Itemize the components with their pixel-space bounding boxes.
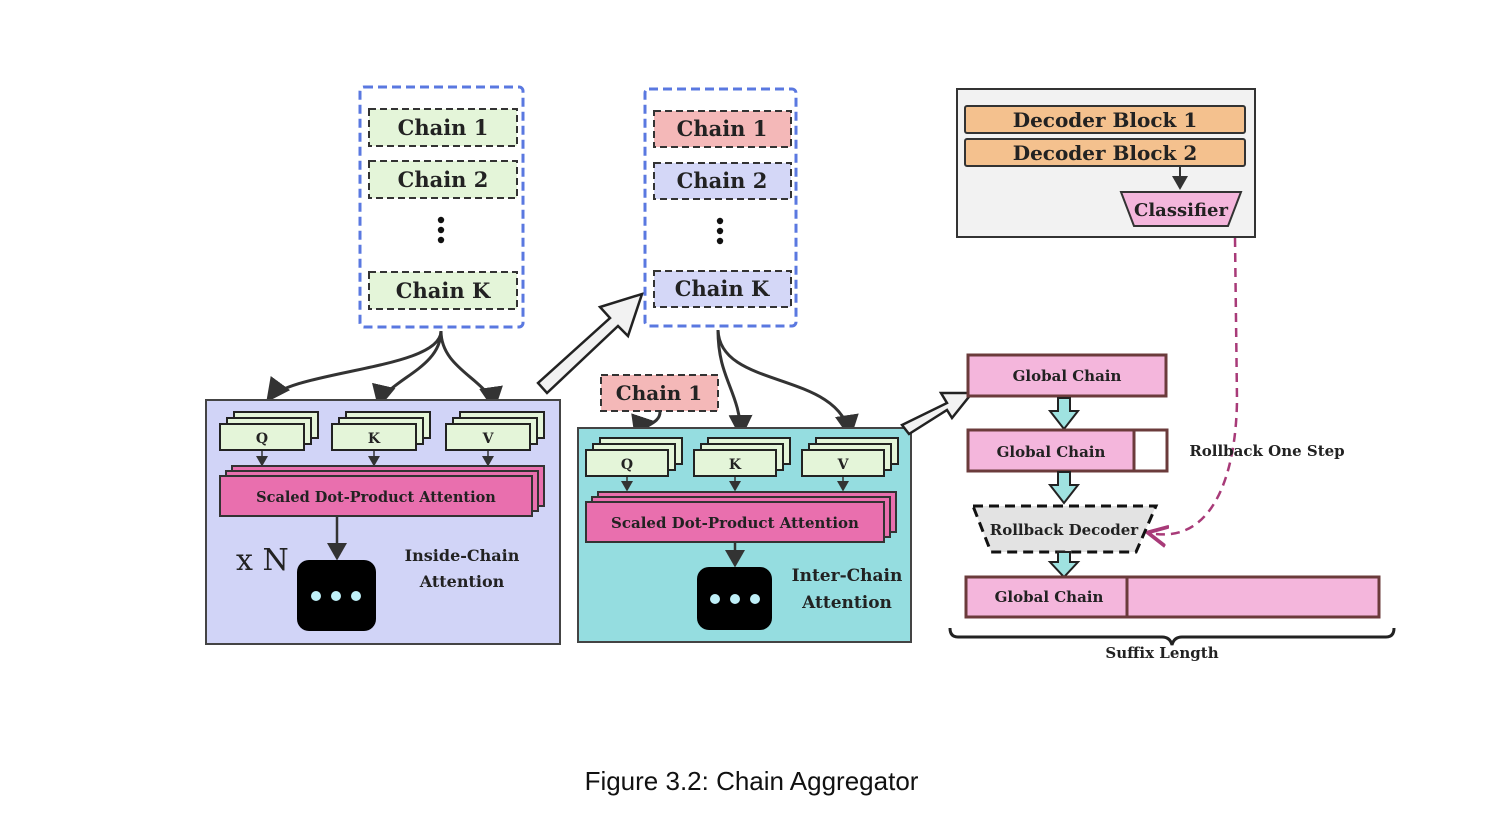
inter-chain-label-line2: Attention [801, 593, 892, 613]
inside-q-label: Q [256, 431, 268, 447]
suffix-length-brace: Suffix Length [948, 627, 1396, 662]
middle-chain-1-label: Chain 1 [677, 116, 768, 141]
big-arrow-up-right [536, 292, 644, 395]
teal-down-arrow-1 [1047, 397, 1081, 431]
decoder-panel: Decoder Block 1 Decoder Block 2 Classifi… [956, 88, 1256, 238]
rollback-decoder-label: Rollback Decoder [990, 521, 1140, 539]
global-chain-2-label: Global Chain [997, 443, 1106, 461]
inside-ellipsis-icon [297, 560, 376, 631]
classifier-label: Classifier [1134, 200, 1228, 221]
middle-chain-2-label: Chain 2 [677, 168, 768, 193]
rollback-one-step-label: Rollback One Step [1189, 442, 1344, 460]
inside-v-label: V [482, 431, 495, 447]
rollback-dashed-arrow [1150, 237, 1239, 534]
middle-ellipsis-dots [716, 217, 724, 245]
middle-chain-2: Chain 2 [653, 162, 792, 200]
inter-chain-input-label: Chain 1 [616, 381, 702, 405]
inside-k-stack: K [331, 411, 431, 451]
rollback-decoder: Rollback Decoder [970, 504, 1159, 554]
repeat-n-label: x N [236, 543, 289, 578]
middle-chain-stack: Chain 1 Chain 2 Chain K [643, 87, 798, 328]
inter-v-stack: V [801, 437, 899, 477]
global-chain-3-label: Global Chain [995, 588, 1104, 606]
inside-chain-label-line1: Inside-Chain [405, 546, 520, 565]
teal-down-arrow-2 [1047, 471, 1081, 505]
inter-k-stack: K [693, 437, 791, 477]
global-chain-1: Global Chain [966, 353, 1168, 398]
decoder-block-2-label: Decoder Block 2 [1013, 141, 1198, 165]
inter-v-label: V [837, 457, 850, 473]
figure-caption: Figure 3.2: Chain Aggregator [584, 766, 919, 796]
big-arrow-to-global-chain [900, 391, 975, 436]
inter-k-label: K [729, 457, 742, 473]
decoder-block-1-label: Decoder Block 1 [1013, 108, 1198, 132]
teal-down-arrow-3 [1047, 551, 1081, 579]
inside-chain-label-line2: Attention [419, 572, 505, 591]
inside-v-stack: V [445, 411, 545, 451]
global-chain-2: Global Chain [966, 428, 1169, 473]
middle-chain-k-label: Chain K [675, 276, 770, 301]
left-ellipsis-dots [437, 216, 445, 244]
inside-attention-label: Scaled Dot-Product Attention [256, 489, 496, 506]
left-chain-1: Chain 1 [368, 108, 518, 147]
decoder-block-2: Decoder Block 2 [964, 138, 1246, 167]
decoder-block-1: Decoder Block 1 [964, 105, 1246, 134]
left-chain-1-label: Chain 1 [398, 115, 489, 140]
left-chain-2: Chain 2 [368, 160, 518, 199]
left-stack-to-qkv-curves [266, 330, 503, 411]
inter-ellipsis-icon [697, 567, 772, 630]
inter-chain-label-line1: Inter-Chain [792, 566, 903, 586]
suffix-length-label: Suffix Length [1105, 644, 1218, 662]
middle-chain-1: Chain 1 [653, 110, 792, 148]
inter-attention-label: Scaled Dot-Product Attention [611, 514, 859, 532]
inter-qkv-down-arrows [621, 477, 849, 492]
left-chain-k: Chain K [368, 271, 518, 310]
inter-chain-attention-block: Q K V Scaled Dot-Product Attention [577, 427, 912, 643]
inter-chain-input: Chain 1 [600, 374, 719, 440]
left-chain-2-label: Chain 2 [398, 167, 489, 192]
inside-k-label: K [368, 431, 381, 447]
inside-attention-stack: Scaled Dot-Product Attention [219, 465, 545, 517]
inside-qkv-down-arrows [256, 451, 494, 467]
inter-q-label: Q [621, 457, 633, 473]
global-chain-3: Global Chain [964, 575, 1381, 619]
middle-stack-to-kv-curves [716, 329, 859, 439]
left-chain-k-label: Chain K [396, 278, 491, 303]
inside-chain-attention-block: Q K V Scaled Dot-Product Attention [205, 399, 561, 645]
global-chain-1-label: Global Chain [1013, 367, 1122, 385]
inter-q-stack: Q [585, 437, 683, 477]
left-chain-stack: Chain 1 Chain 2 Chain K [358, 85, 525, 329]
middle-chain-k: Chain K [653, 270, 792, 308]
classifier: Classifier [1119, 191, 1243, 227]
inter-attention-stack: Scaled Dot-Product Attention [585, 491, 897, 543]
inside-q-stack: Q [219, 411, 319, 451]
